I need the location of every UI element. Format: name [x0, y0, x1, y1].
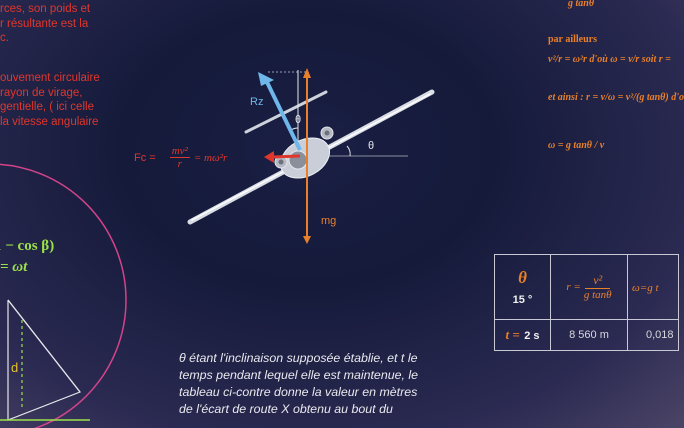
fc-numerator: mv² [169, 145, 190, 158]
text-line: ouvement circulaire [0, 72, 100, 84]
omega-prefix: ω= [632, 282, 648, 294]
centripetal-arrow [264, 151, 301, 163]
triangle-lines [7, 299, 81, 421]
left-text-top: rces, son poids et r résultante est la c… [0, 2, 100, 46]
r-prefix: r = [566, 281, 581, 293]
theta-symbol: θ [518, 268, 527, 287]
angle-arc-right [346, 145, 351, 157]
caption-text: θ étant l'inclinaison supposée établie, … [179, 350, 459, 418]
par-ailleurs-label: par ailleurs [548, 34, 597, 45]
right-formula-line1: v²/r = ω²r d'où ω = v/r soit r = [548, 54, 671, 65]
fc-denominator: r [177, 158, 182, 170]
text-line: rces, son poids et [0, 3, 91, 15]
turn-circle-arc [0, 163, 127, 428]
theta-right-label: θ [368, 140, 375, 152]
t-symbol: t = [505, 327, 520, 342]
mg-label: mg [321, 215, 337, 227]
left-text-mid: ouvement circulaire rayon de virage, gen… [0, 71, 106, 129]
text-line: rayon de virage, [0, 86, 83, 99]
rz-arrow [258, 72, 302, 151]
fc-label: Fc = [134, 151, 156, 164]
theta-cell: θ 15 ° [494, 254, 551, 320]
text-line: c. [0, 32, 9, 44]
fc-tail: = mω²r [193, 151, 228, 164]
theta-value: 15 ° [512, 294, 533, 306]
caption-line: θ étant l'inclinaison supposée établie, … [179, 351, 418, 365]
weight-arrow [303, 68, 311, 244]
fc-fraction: mv² r [169, 145, 190, 170]
text-line: la vitesse angulaire [0, 115, 99, 128]
caption-line: temps pendant lequel elle est maintenue,… [179, 368, 419, 382]
fc-formula: Fc = mv² r = mω²r [134, 145, 227, 170]
theta-top-label: θ [295, 114, 302, 126]
green-formula-line2: = ωt [0, 259, 28, 275]
omega-value: 0,018 [627, 319, 679, 351]
right-formula-line2: et ainsi : r = v/ω = v²/(g tanθ) d'où [548, 92, 684, 103]
green-formula: 1 − cos β) = ωt [0, 238, 54, 276]
right-top-formula: g tanθ [568, 0, 595, 9]
table-row: t = 2 s 8 560 m 0,018 [494, 319, 679, 351]
r-numerator: v² [585, 273, 611, 289]
caption-line: tableau ci-contre donne la valeur en mèt… [179, 385, 418, 399]
rz-label: Rz [250, 96, 264, 108]
right-formula-line3: ω = g tanθ / v [548, 140, 605, 151]
distance-label: d [11, 360, 19, 375]
r-denominator: g tanθ [583, 289, 612, 301]
omega-formula-cell: ω=g t [627, 254, 679, 320]
table-row: θ 15 ° r = v² g tanθ ω=g t [494, 254, 679, 320]
omega-partial: g t [647, 282, 659, 294]
r-formula-cell: r = v² g tanθ [550, 254, 628, 320]
t-cell: t = 2 s [494, 319, 551, 351]
r-value: 8 560 m [550, 319, 628, 351]
text-line: r résultante est la [0, 17, 89, 30]
text-line: gentielle, ( ici celle [0, 101, 94, 113]
caption-line: de l'écart de route X obtenu au bout du [179, 402, 393, 416]
t-value: 2 s [524, 330, 540, 342]
green-formula-line1: 1 − cos β) [0, 238, 55, 254]
results-table: θ 15 ° r = v² g tanθ ω=g t t = 2 s 8 560… [494, 254, 679, 351]
